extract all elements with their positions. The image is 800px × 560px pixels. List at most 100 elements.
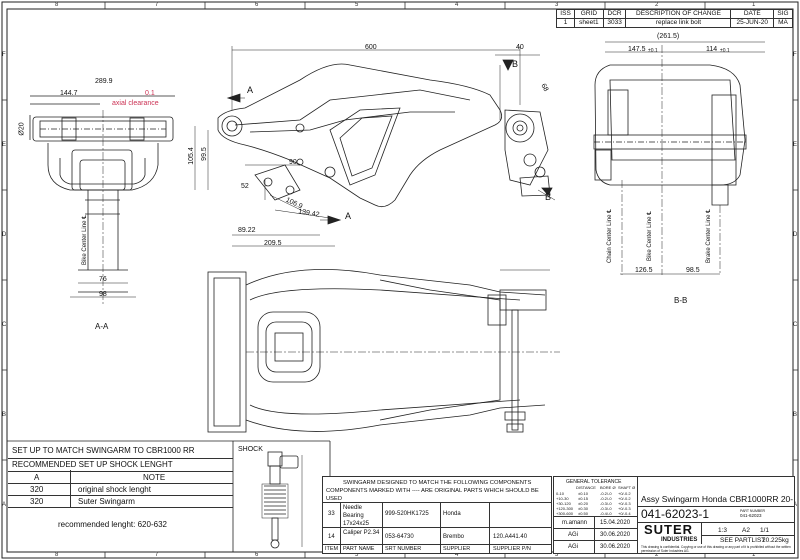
zone-top-2: 2 <box>655 2 659 8</box>
zone-left-b: B <box>2 412 7 418</box>
dim-52: 52 <box>241 183 249 190</box>
setup-header-row: A NOTE <box>8 471 233 484</box>
zone-right-d: D <box>793 232 798 238</box>
tol-row-1-b: -0.2/-0 <box>600 491 612 496</box>
bike-centerline-bb: Bike Center Line ℄ <box>646 211 653 261</box>
tol-row-4-s: +0/-0.3 <box>618 506 631 511</box>
tol-col-shaft: SHAFT Ø <box>618 485 636 490</box>
dim-147-5-tol: ±0.1 <box>648 48 658 54</box>
zone-bottom-7: 7 <box>155 552 159 558</box>
section-a-top: A <box>247 85 254 95</box>
signoff-3-who: AGi <box>568 544 579 550</box>
logo-top: SUTER <box>644 522 694 537</box>
comp-row-2-name: Caliper P2.34 <box>343 530 380 536</box>
rev-header-grid: GRID <box>574 9 604 19</box>
zone-right-f: F <box>793 52 797 58</box>
setup-col-note: NOTE <box>143 473 166 482</box>
tol-row-3-s: +0/-0.3 <box>618 501 631 506</box>
rev-dcr: 3033 <box>602 18 627 28</box>
comp-header-srt: SRT NUMBER <box>385 546 422 552</box>
tol-row-5: +300-600 <box>556 511 574 516</box>
suter-logo: SUTER INDUSTRIES <box>641 522 698 543</box>
components-table: SWINGARM DESIGNED TO MATCH THE FOLLOWING… <box>322 476 552 554</box>
bike-centerline-aa: Bike Center Line ℄ <box>81 215 88 265</box>
zone-bottom-4: 4 <box>455 552 459 558</box>
rev-header-iss: ISS <box>555 9 576 19</box>
shock-drawing <box>261 451 303 549</box>
dim-90: 90 <box>289 159 297 166</box>
setup-subtitle-row: RECOMMENDED SET UP SHOCK LENGHT <box>8 458 233 471</box>
view-aa-label: A-A <box>95 322 109 331</box>
setup-col-a: A <box>34 473 40 482</box>
rev-date: 25-JUN-20 <box>730 18 775 28</box>
title-designation: Assy Swingarm Honda CBR1000RR 20- <box>641 494 794 504</box>
signoff-2-date: 30.06.2020 <box>600 532 631 538</box>
chain-centerline: Chain Center Line ℄ <box>606 209 613 263</box>
dim-261-5: (261.5) <box>657 33 680 40</box>
zone-top-8: 8 <box>55 2 59 8</box>
setup-row-2: 320 Suter Swingarm <box>8 495 233 508</box>
zone-top-3: 3 <box>555 2 559 8</box>
dim-600: 600 <box>365 44 377 51</box>
logo-bottom: INDUSTRIES <box>661 537 698 543</box>
sheet-number: 1/1 <box>760 527 770 534</box>
dim-aa-clearance: axial clearance <box>112 100 159 107</box>
tol-row-1-v: ±0.10 <box>578 491 588 496</box>
dim-209-5: 209.5 <box>264 240 282 247</box>
zone-top-6: 6 <box>255 2 259 8</box>
tol-row-2-s: +0/-0.2 <box>618 496 631 501</box>
zone-right-a: A <box>793 502 798 508</box>
setup-bottom-line <box>8 507 233 508</box>
zone-right-e: E <box>793 142 798 148</box>
shock-label: SHOCK <box>238 446 263 453</box>
comp-row-1-supplier: Honda <box>443 511 461 517</box>
side-view-drawing <box>194 46 556 247</box>
view-bb-label: B-B <box>674 296 688 305</box>
zone-top-7: 7 <box>155 2 159 8</box>
comp-header-name: PART NAME <box>343 546 375 552</box>
zone-bottom-1: 1 <box>752 552 756 558</box>
tol-col-distance: DISTANCE <box>576 485 596 490</box>
rev-header-desc: DESCRIPTION OF CHANGE <box>625 9 732 19</box>
comp-row-1-srt: 999-520HK1725 <box>385 511 429 517</box>
zone-bottom-6: 6 <box>255 552 259 558</box>
comp-header-pn: SUPPLIER P/N <box>493 546 531 552</box>
zone-left-e: E <box>2 142 7 148</box>
tol-row-4-b: -0.3/-0 <box>600 506 612 511</box>
rev-header-sig: SIG <box>773 9 793 19</box>
tol-row-4: +120-300 <box>556 506 574 511</box>
dim-114-tol: ±0.1 <box>720 48 730 54</box>
tol-row-3-v: ±0.20 <box>578 501 588 506</box>
zone-top-4: 4 <box>455 2 459 8</box>
tol-row-5-b: -0.4/-0 <box>600 511 612 516</box>
section-b-bottom: B <box>545 192 552 202</box>
zone-top-5: 5 <box>355 2 359 8</box>
components-line-2: COMPONENTS MARKED WITH ---- ARE ORIGINAL… <box>326 488 539 502</box>
dim-99-5: 99.5 <box>200 147 208 161</box>
dim-98-5: 98.5 <box>686 267 700 274</box>
dim-98: 98 <box>99 291 107 298</box>
dim-89-22: 89.22 <box>238 227 256 234</box>
comp-row-2-item: 14 <box>328 534 335 540</box>
tol-row-1: 0-10 <box>556 491 565 496</box>
setup-row-1-a: 320 <box>30 485 44 494</box>
comp-row-1-name: Needle Bearing 17x24x25 <box>343 505 370 527</box>
section-aa-drawing <box>29 95 175 305</box>
comp-row-2-srt: 053-64730 <box>385 534 414 540</box>
tolerance-table: GENERAL TOLERANCE DISTANCE BORE Ø SHAFT … <box>553 476 639 518</box>
tol-row-2-b: -0.2/-0 <box>600 496 612 501</box>
signoff-3-date: 30.06.2020 <box>600 544 631 550</box>
comp-header-supplier: SUPPLIER <box>443 546 471 552</box>
confidential-note: This drawing is confidential. Copying or… <box>641 545 791 553</box>
setup-row-1: 320 original shock lenght <box>8 483 233 496</box>
components-line-1: SWINGARM DESIGNED TO MATCH THE FOLLOWING… <box>343 480 532 486</box>
zone-bottom-8: 8 <box>55 552 59 558</box>
zone-top-1: 1 <box>752 2 756 8</box>
comp-row-2-pn: 120.A441.40 <box>493 534 528 540</box>
title-block: Assy Swingarm Honda CBR1000RR 20- PART N… <box>637 476 795 554</box>
zone-right-c: C <box>793 322 798 328</box>
setup-recommended: recommended lenght: 620-632 <box>58 520 167 529</box>
setup-title: SET UP TO MATCH SWINGARM TO CBR1000 RR <box>12 446 195 455</box>
tol-row-5-v: ±0.50 <box>578 511 588 516</box>
tol-row-3-b: -0.3/-0 <box>600 501 612 506</box>
